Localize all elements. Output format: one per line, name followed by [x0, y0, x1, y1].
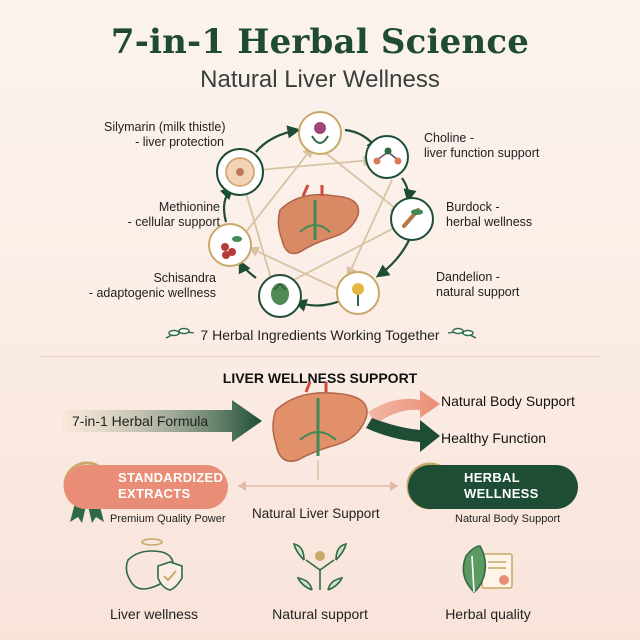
ingredient-label-dandelion: Dandelion - natural support [436, 270, 520, 299]
node-artichoke [258, 274, 302, 318]
herbal-wellness-pill [408, 465, 578, 509]
output-label-natural-body-support: Natural Body Support [441, 393, 575, 409]
node-dandelion [336, 271, 380, 315]
leaf-sprig-right-icon [447, 327, 477, 339]
page-subtitle: Natural Liver Wellness [200, 66, 440, 93]
node-silymarin [298, 111, 342, 155]
cycle-caption: 7 Herbal Ingredients Working Together [200, 327, 440, 343]
support-heading: LIVER WELLNESS SUPPORT [222, 370, 418, 386]
formula-label: 7-in-1 Herbal Formula [72, 413, 209, 429]
person-leaves-icon [292, 542, 348, 591]
formula-arrow [62, 400, 262, 442]
herbal-wellness-label: HERBAL WELLNESS [464, 470, 539, 501]
bottom-label-liver-wellness: Liver wellness [110, 606, 198, 622]
leaf-sprig-left-icon [165, 327, 195, 339]
bottom-label-herbal-quality: Herbal quality [445, 606, 531, 622]
standardized-extracts-label: STANDARDIZED EXTRACTS [118, 470, 224, 501]
bottom-label-natural-support: Natural support [272, 606, 368, 622]
node-choline [365, 135, 409, 179]
inner-arrows [241, 146, 402, 291]
ingredient-label-schisandra: Schisandra - adaptogenic wellness [88, 271, 216, 300]
standardized-extracts-pill [64, 465, 228, 509]
ingredient-label-methionine: Methionine - cellular support [127, 200, 220, 229]
standardized-extracts-sublabel: Premium Quality Power [110, 513, 226, 525]
page-title: 7-in-1 Herbal Science [110, 22, 530, 62]
ingredient-label-silymarin: Silymarin (milk thistle) - liver protect… [104, 120, 226, 149]
output-label-healthy-function: Healthy Function [441, 430, 547, 446]
output-arrow-green [366, 418, 440, 452]
output-arrow-salmon [368, 390, 440, 424]
node-burdock [390, 197, 434, 241]
liver-icon [277, 184, 360, 255]
node-schisandra [208, 223, 252, 267]
section-divider [40, 356, 600, 357]
ingredient-label-choline: Choline - liver function support [424, 131, 540, 160]
support-liver-icon [272, 381, 368, 462]
ingredient-label-burdock: Burdock - herbal wellness [446, 200, 533, 229]
node-methionine [216, 148, 264, 196]
leaf-certificate-icon [462, 545, 513, 594]
liver-shield-icon [125, 538, 183, 591]
natural-liver-support-label: Natural Liver Support [252, 506, 380, 521]
herbal-wellness-sublabel: Natural Body Support [455, 513, 561, 525]
